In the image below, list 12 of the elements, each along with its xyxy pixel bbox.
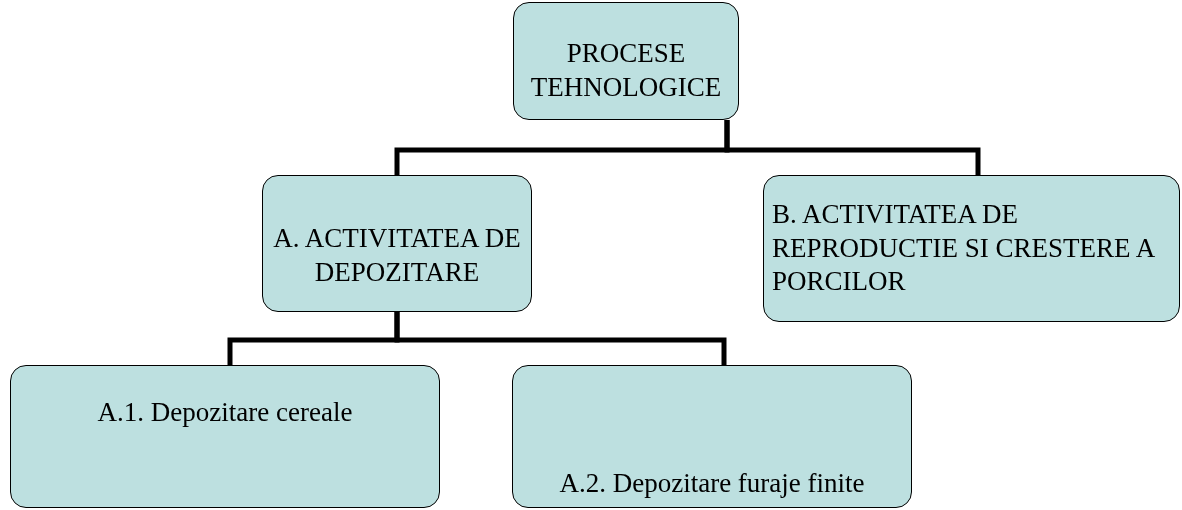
- process-box: [512, 365, 912, 508]
- box-text: PROCESE TEHNOLOGICE: [529, 37, 723, 104]
- box-text: A.1. Depozitare cereale: [96, 396, 354, 429]
- box-text: B. ACTIVITATEA DE REPRODUCTIE SI CRESTERE A PORCILOR: [772, 197, 1156, 299]
- connector-line: [394, 312, 727, 365]
- process-box: [513, 2, 739, 120]
- connector-line: [724, 120, 981, 175]
- process-box: [262, 175, 532, 312]
- box-text: A. ACTIVITATEA DE DEPOZITARE: [272, 221, 522, 289]
- process-box: [763, 175, 1180, 322]
- process-box: [10, 365, 440, 508]
- box-text: A.2. Depozitare furaje finite: [558, 467, 866, 501]
